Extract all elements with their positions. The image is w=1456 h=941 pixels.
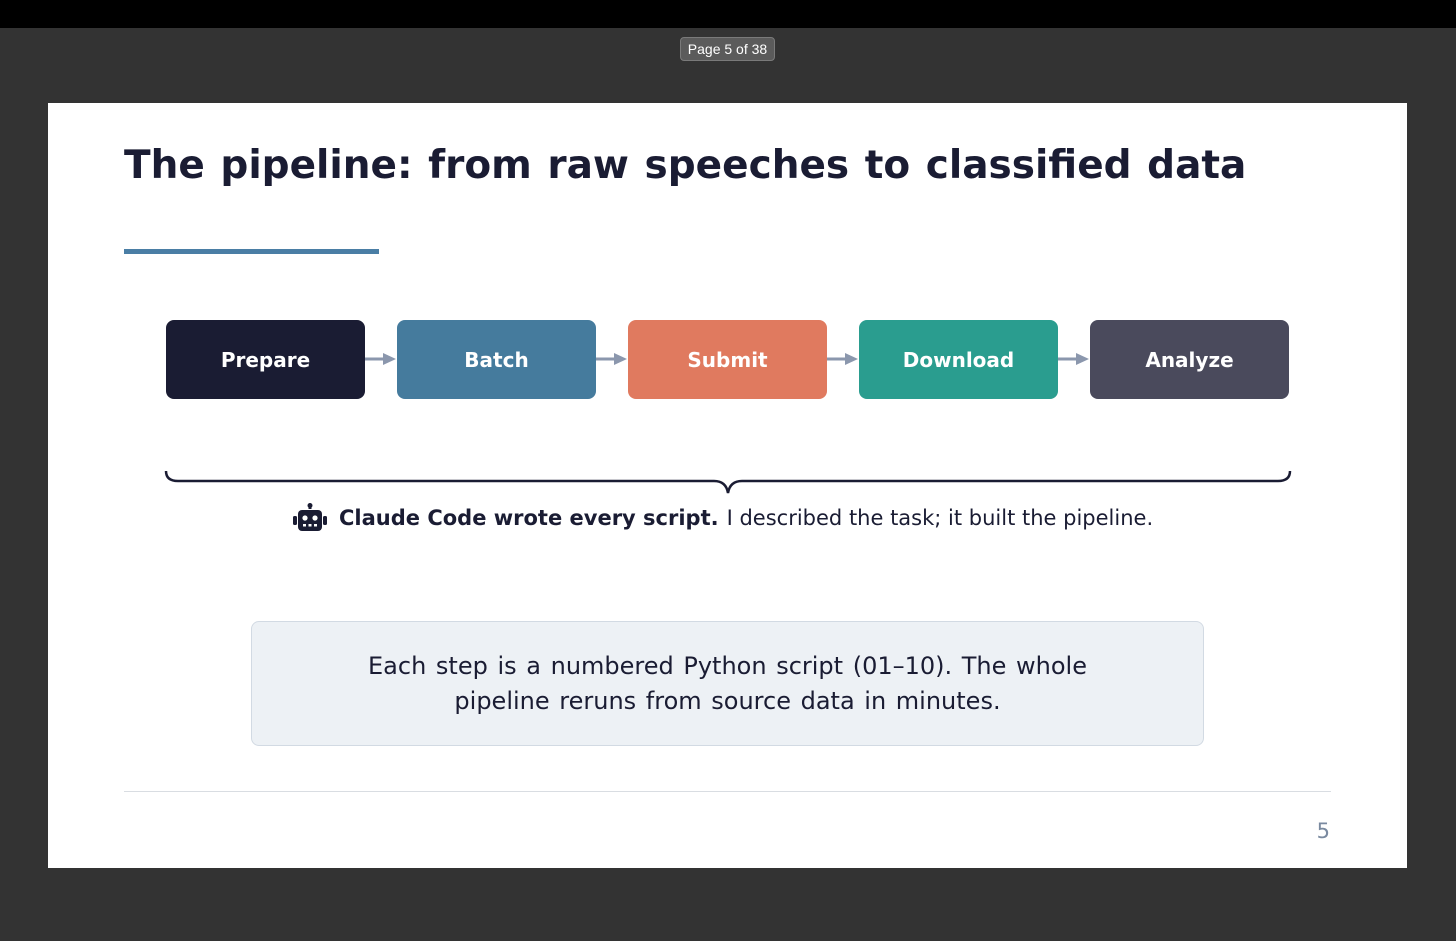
step-batch: Batch bbox=[397, 320, 596, 399]
callout-text: Each step is a numbered Python script (0… bbox=[368, 651, 1087, 715]
arrow-icon bbox=[827, 353, 858, 365]
slide-title: The pipeline: from raw speeches to class… bbox=[124, 143, 1247, 188]
step-submit: Submit bbox=[628, 320, 827, 399]
robot-icon bbox=[293, 503, 327, 531]
slide: The pipeline: from raw speeches to class… bbox=[48, 103, 1407, 868]
title-underline bbox=[124, 249, 379, 254]
claude-note-text: I described the task; it built the pipel… bbox=[726, 506, 1154, 530]
arrow-icon bbox=[1058, 353, 1089, 365]
arrow-icon bbox=[596, 353, 627, 365]
curly-brace bbox=[164, 470, 1292, 494]
callout-box: Each step is a numbered Python script (0… bbox=[251, 621, 1204, 746]
step-analyze: Analyze bbox=[1090, 320, 1289, 399]
slide-page-number: 5 bbox=[1316, 819, 1330, 843]
footer-divider bbox=[124, 791, 1331, 792]
step-download: Download bbox=[859, 320, 1058, 399]
arrow-icon bbox=[365, 353, 396, 365]
page-indicator: Page 5 of 38 bbox=[680, 37, 775, 61]
window-top-bar bbox=[0, 0, 1456, 28]
step-prepare: Prepare bbox=[166, 320, 365, 399]
claude-note-bold: Claude Code wrote every script. bbox=[339, 506, 719, 530]
claude-note: Claude Code wrote every script. I descri… bbox=[293, 500, 1153, 536]
